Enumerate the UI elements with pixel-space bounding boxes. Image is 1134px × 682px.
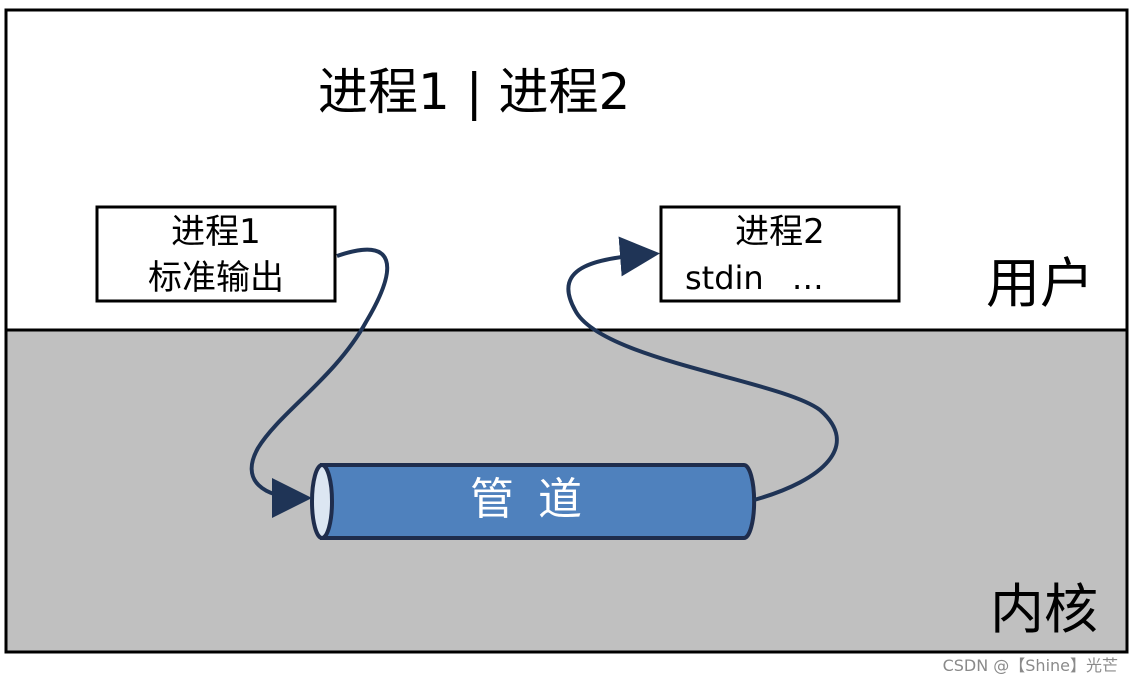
process2-ellipsis: … [791, 259, 824, 297]
process1-stdout-label: 标准输出 [148, 258, 284, 298]
pipe-left-end [310, 463, 334, 540]
kernel-space-label: 内核 [990, 578, 1098, 641]
pipe-to-stdin-arrow [566, 236, 839, 502]
diagram-title: 进程1 | 进程2 [318, 63, 631, 121]
user-space-label: 用户 [986, 252, 1094, 315]
process1-box [95, 205, 337, 303]
process1-name: 进程1 [171, 212, 261, 252]
stdout-to-pipe-arrow [249, 247, 390, 518]
process2-stdin-label: stdin [685, 259, 764, 297]
process2-name: 进程2 [735, 212, 825, 252]
pipe-body [320, 463, 757, 540]
process2-stdin-line: stdin … [685, 256, 824, 300]
pipe-label: 管道 [470, 474, 606, 525]
process2-box [659, 205, 901, 303]
watermark: CSDN @【Shine】光芒 [942, 656, 1118, 675]
